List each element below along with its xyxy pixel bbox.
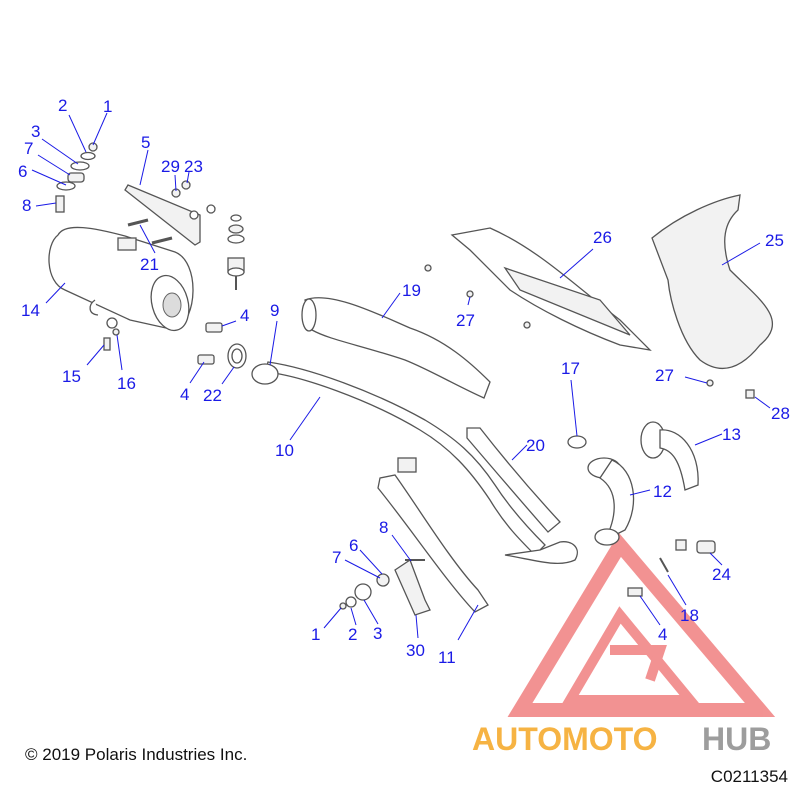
callout-17: 17 [561,359,580,378]
callout-10: 10 [275,441,294,460]
callout-29: 29 [161,157,180,176]
figure-code: C0211354 [710,767,788,786]
callout-8-lower: 8 [379,518,388,537]
callout-labels: 1 2 3 7 6 8 5 29 23 21 14 15 16 4 4 22 9… [18,96,790,667]
front-head-pipe [251,361,546,556]
callout-25: 25 [765,231,784,250]
callout-20: 20 [526,436,545,455]
callout-13: 13 [722,425,741,444]
copyright-notice: © 2019 Polaris Industries Inc. [25,745,248,764]
callout-5: 5 [141,133,150,152]
callout-26: 26 [593,228,612,247]
callout-3: 3 [31,122,40,141]
upper-heat-shield [450,227,652,351]
callout-27-right: 27 [655,366,674,385]
callout-9: 9 [270,301,279,320]
leader-lines [31,112,771,641]
callout-19: 19 [402,281,421,300]
exhaust-elbow [587,457,635,546]
watermark-text-hub: HUB [702,721,771,757]
watermark-text: AUTOMOTO HUB [472,721,771,757]
callout-7-lower: 7 [332,548,341,567]
callout-11: 11 [438,648,456,667]
callout-2: 2 [58,96,67,115]
callout-8: 8 [22,196,31,215]
callout-4-upper: 4 [240,306,249,325]
lower-right-hardware [627,539,716,597]
callout-27-center: 27 [456,311,475,330]
callout-21: 21 [140,255,159,274]
callout-1: 1 [103,97,112,116]
watermark-text-automoto: AUTOMOTO [472,721,657,757]
callout-4-right: 4 [658,625,667,644]
callout-6-lower: 6 [349,536,358,555]
muffler-bolts [127,218,173,245]
callout-22: 22 [203,386,222,405]
callout-1-lower: 1 [311,625,320,644]
callout-18: 18 [680,606,699,625]
callout-12: 12 [653,482,672,501]
callout-15: 15 [62,367,81,386]
callout-23: 23 [184,157,203,176]
callout-30: 30 [406,641,425,660]
rear-heat-shield [466,427,578,565]
callout-2-lower: 2 [348,625,357,644]
rear-heat-shield-plate [651,194,774,369]
head-pipe-heat-shield [301,297,491,399]
callout-28: 28 [771,404,790,423]
lower-heat-shield [377,474,489,613]
callout-6: 6 [18,162,27,181]
lower-bracket [339,559,431,616]
callout-14: 14 [21,301,40,320]
callout-7: 7 [24,139,33,158]
callout-16: 16 [117,374,136,393]
callout-4-lower: 4 [180,385,189,404]
watermark-logo [507,533,776,717]
muffler [48,226,194,332]
mount-bracket [124,180,201,246]
small-hardware [424,264,755,449]
muffler-lower-hardware [103,317,120,351]
o2-sensors-and-gasket [197,322,247,369]
muffler-hardware-stack [55,142,98,213]
exhaust-flange [640,421,699,491]
callout-24: 24 [712,565,731,584]
callout-3-lower: 3 [373,624,382,643]
isolator-stack [189,204,245,290]
